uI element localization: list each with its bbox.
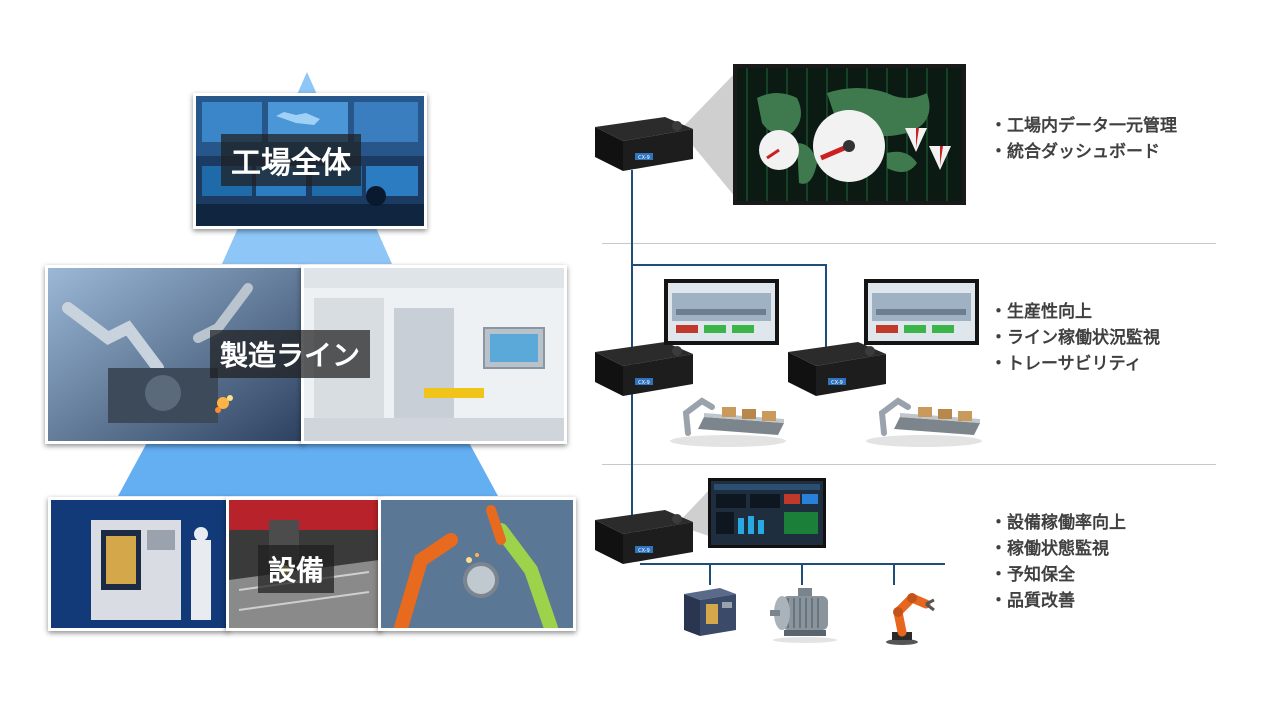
equipment-motor <box>768 584 842 644</box>
equipment-point: 予知保全 <box>990 562 1126 588</box>
tier-divider-bottom <box>602 464 1216 465</box>
device-badge: CX-9 <box>638 380 650 386</box>
line-point: ライン稼働状況監視 <box>990 325 1160 351</box>
device-badge: CX-9 <box>831 380 843 386</box>
line-point: トレーサビリティ <box>990 351 1160 377</box>
line-tier-drop <box>825 264 827 352</box>
line-monitor-2 <box>864 279 979 345</box>
factory-edge-computer: CX-9 <box>585 115 695 175</box>
pyramid-bottom-band <box>118 440 498 496</box>
equipment-robot <box>880 584 940 646</box>
factory-point: 統合ダッシュボード <box>990 139 1177 165</box>
electric-motor-icon <box>768 584 842 644</box>
equipment-point: 品質改善 <box>990 588 1126 614</box>
equipment-machine <box>680 586 740 638</box>
equipment-edge-computer: CX-9 <box>585 508 695 568</box>
robot-conveyor-1 <box>668 383 788 449</box>
equipment-drop-3 <box>893 563 895 585</box>
line-tier-branch <box>631 264 827 266</box>
industrial-machine-photo <box>48 497 229 631</box>
robot-arms-photo <box>378 497 576 631</box>
dashboard-monitor <box>733 64 966 205</box>
equipment-panel-monitor <box>708 478 826 548</box>
pyramid-top-label: 工場全体 <box>221 134 361 186</box>
equipment-status-panel-icon <box>708 478 826 548</box>
factory-tier-points: 工場内データ一元管理 統合ダッシュボード <box>990 113 1177 165</box>
line-point: 生産性向上 <box>990 299 1160 325</box>
production-line-monitor-icon <box>664 279 779 345</box>
device-badge: CX-9 <box>638 548 650 554</box>
robot-conveyor-2 <box>864 383 984 449</box>
device-badge: CX-9 <box>638 155 650 161</box>
pyramid-bottom-label: 設備 <box>258 545 334 593</box>
pyramid-middle-label: 製造ライン <box>210 330 370 378</box>
line-tier-points: 生産性向上 ライン稼働状況監視 トレーサビリティ <box>990 299 1160 377</box>
production-line-monitor-icon <box>864 279 979 345</box>
equipment-drop-1 <box>709 563 711 585</box>
equipment-point: 設備稼働率向上 <box>990 510 1126 536</box>
equipment-point: 稼働状態監視 <box>990 536 1126 562</box>
orange-robot-arm-icon <box>880 584 940 646</box>
tier-divider-top <box>602 243 1216 244</box>
industrial-machine-icon <box>680 586 740 638</box>
world-map-gauge-dashboard-icon <box>737 68 962 201</box>
equipment-tier-points: 設備稼働率向上 稼働状態監視 予知保全 品質改善 <box>990 510 1126 614</box>
factory-point: 工場内データ一元管理 <box>990 113 1177 139</box>
line-monitor-1 <box>664 279 779 345</box>
robot-arm-conveyor-icon <box>668 383 788 449</box>
robot-arm-conveyor-icon <box>864 383 984 449</box>
equipment-drop-2 <box>801 563 803 585</box>
